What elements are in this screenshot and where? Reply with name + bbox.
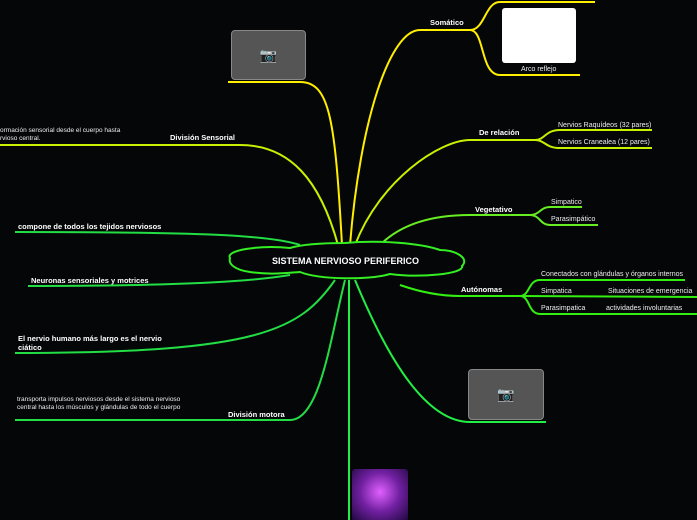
node-nervios-craneales[interactable]: Nervios Cranealea (12 pares) <box>558 139 650 146</box>
node-simpatico[interactable]: Simpatico <box>551 199 582 206</box>
node-parasimpatica[interactable]: Parasimpatica <box>541 305 586 312</box>
motora-description: transporta impulsos nerviosos desde el s… <box>17 396 181 411</box>
node-de-relacion[interactable]: De relación <box>479 128 520 137</box>
node-emergencia[interactable]: Situaciones de emergencia <box>608 288 693 295</box>
image-placeholder-camera-icon: 📷 <box>468 369 544 420</box>
node-involuntarias[interactable]: actividades involuntarias <box>606 305 683 312</box>
image-placeholder-camera-icon: 📷 <box>231 30 306 80</box>
node-division-motora[interactable]: División motora <box>228 410 285 419</box>
node-neuronas[interactable]: Neuronas sensoriales y motrices <box>31 276 149 285</box>
node-parasimpatico[interactable]: Parasimpático <box>551 216 596 223</box>
node-simpatica[interactable]: Simpatica <box>541 288 572 295</box>
node-ciatico[interactable]: El nervio humano más largo es el nervio … <box>18 334 162 352</box>
node-nervios-raquideos[interactable]: Nervios Raquídeos (32 pares) <box>558 122 652 129</box>
body-nervous-image <box>352 469 408 520</box>
arco-reflejo-image <box>502 8 576 63</box>
central-topic[interactable]: SISTEMA NERVIOSO PERIFERICO <box>272 256 420 266</box>
image-caption: Arco reflejo <box>521 66 557 73</box>
sensorial-description: ormación sensorial desde el cuerpo hasta… <box>0 127 121 142</box>
node-conectados[interactable]: Conectados con glándulas y órganos inter… <box>541 271 684 278</box>
node-autonomas[interactable]: Autónomas <box>461 285 503 294</box>
node-somatico[interactable]: Somático <box>430 18 464 27</box>
node-tejidos[interactable]: compone de todos los tejidos nerviosos <box>18 222 162 231</box>
node-vegetativo[interactable]: Vegetativo <box>475 205 513 214</box>
node-division-sensorial[interactable]: División Sensorial <box>170 133 236 142</box>
